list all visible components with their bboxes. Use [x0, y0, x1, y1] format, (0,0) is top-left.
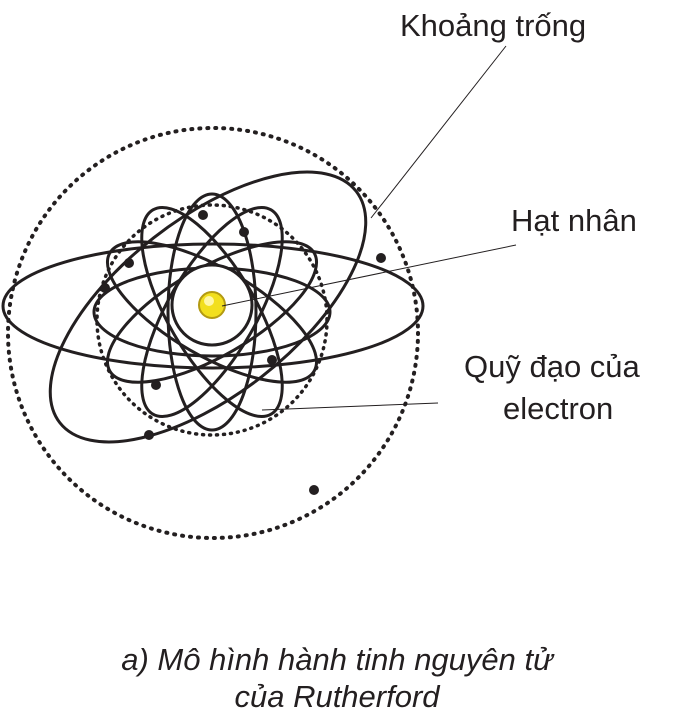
electron	[198, 210, 208, 220]
leader-nucleus	[221, 244, 517, 307]
electron	[151, 380, 161, 390]
label-empty-space: Khoảng trống	[400, 8, 586, 43]
orbit-diagonal-large	[48, 170, 368, 444]
electron	[239, 227, 249, 237]
electron	[100, 283, 110, 293]
caption-line2: của Rutherford	[234, 679, 441, 714]
orbit-horizontal	[1, 242, 425, 370]
electron	[124, 258, 134, 268]
electrons	[100, 210, 386, 495]
leader-orbit	[261, 402, 439, 411]
leader-empty-space	[370, 45, 507, 219]
electron	[144, 430, 154, 440]
atom-boundary	[6, 126, 420, 540]
caption-line1: a) Mô hình hành tinh nguyên tử	[121, 642, 555, 677]
label-nucleus: Hạt nhân	[511, 203, 637, 238]
electron	[309, 485, 319, 495]
electron	[267, 355, 277, 365]
electron	[376, 253, 386, 263]
nucleus-highlight	[204, 296, 214, 306]
label-orbit-line1: Quỹ đạo của	[464, 349, 641, 384]
label-orbit-line2: electron	[503, 391, 613, 426]
